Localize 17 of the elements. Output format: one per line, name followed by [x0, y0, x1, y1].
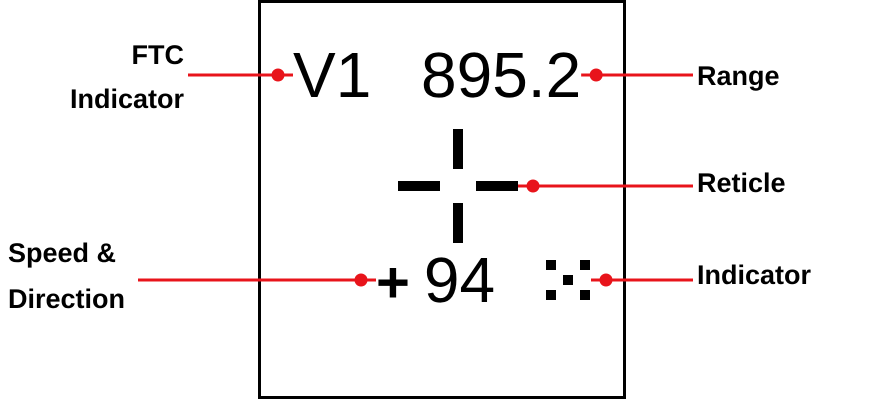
callout-label: Reticle	[697, 168, 786, 198]
reticle-drawing	[398, 126, 518, 246]
leader-line	[138, 274, 376, 286]
display-screen	[258, 0, 626, 399]
leader-line	[518, 180, 693, 192]
callout-label: Indicator	[697, 260, 812, 290]
display-readout: 94	[424, 248, 496, 312]
callout-label: FTC Indicator	[70, 40, 184, 114]
display-readout: V1	[293, 43, 372, 107]
sign-readout: +	[376, 254, 410, 312]
leader-line	[581, 68, 693, 82]
leader-line	[188, 68, 293, 82]
display-readout: 895.2	[421, 43, 582, 107]
dots-icon	[545, 259, 591, 301]
leader-line	[591, 274, 693, 286]
callout-label: Range	[697, 61, 780, 91]
callout-label: Speed & Direction	[8, 238, 126, 314]
